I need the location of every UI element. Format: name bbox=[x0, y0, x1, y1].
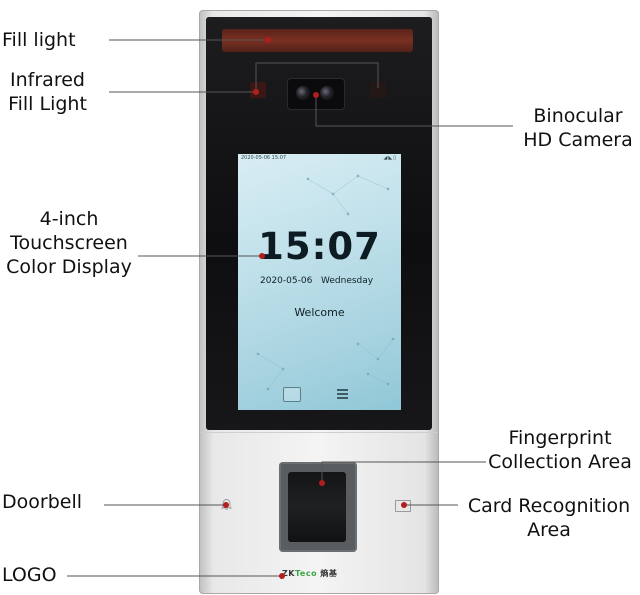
logo-cn: 熵基 bbox=[320, 569, 338, 578]
status-bar: 2020-05-06 15:07 ◢◣▯ bbox=[238, 154, 401, 163]
panel-divider bbox=[201, 432, 437, 433]
label-card-recognition: Card Recognition Area bbox=[460, 494, 638, 542]
label-logo: LOGO bbox=[2, 564, 57, 586]
label-binocular-line2: HD Camera bbox=[523, 129, 633, 151]
label-display-line1: 4-inch bbox=[39, 208, 99, 230]
clock-date: 2020-05-06 bbox=[260, 276, 313, 286]
label-doorbell: Doorbell bbox=[2, 491, 82, 513]
label-infrared: Infrared Fill Light bbox=[0, 68, 95, 116]
label-display: 4-inch Touchscreen Color Display bbox=[0, 207, 138, 279]
menu-icon[interactable] bbox=[335, 387, 351, 400]
welcome-text: Welcome bbox=[294, 306, 345, 319]
camera-lens-right bbox=[320, 86, 334, 100]
label-fill-light: Fill light bbox=[2, 29, 76, 51]
keyboard-icon[interactable] bbox=[283, 387, 301, 402]
label-display-line3: Color Display bbox=[6, 256, 132, 278]
fill-light-strip bbox=[222, 29, 413, 52]
card-icon[interactable] bbox=[395, 500, 411, 512]
touchscreen-display[interactable]: 2020-05-06 15:07 ◢◣▯ 15:07 2020-05-06 We… bbox=[238, 154, 401, 410]
label-binocular-camera: Binocular HD Camera bbox=[516, 104, 640, 152]
logo-brand: ZK bbox=[282, 569, 295, 578]
camera-lens-left bbox=[296, 86, 310, 100]
fingerprint-sensor[interactable] bbox=[288, 472, 346, 542]
label-card-line1: Card Recognition bbox=[467, 495, 631, 517]
label-card-line2: Area bbox=[527, 519, 571, 541]
label-binocular-line1: Binocular bbox=[533, 105, 623, 127]
label-fingerprint: Fingerprint Collection Area bbox=[480, 426, 640, 474]
label-fingerprint-line2: Collection Area bbox=[488, 451, 632, 473]
label-display-line2: Touchscreen bbox=[10, 232, 128, 254]
label-fingerprint-line1: Fingerprint bbox=[508, 427, 612, 449]
status-icons: ◢◣▯ bbox=[383, 155, 397, 161]
device-logo: ZKTeco 熵基 bbox=[282, 568, 337, 579]
clock-weekday: Wednesday bbox=[321, 276, 374, 286]
bell-icon[interactable] bbox=[221, 498, 232, 511]
clock-time: 15:07 bbox=[258, 225, 381, 268]
label-infrared-line1: Infrared bbox=[10, 69, 85, 91]
status-date: 2020-05-06 15:07 bbox=[241, 155, 287, 161]
infrared-light-right bbox=[370, 82, 386, 98]
logo-brand-sub: Teco bbox=[295, 569, 318, 578]
screen-background-pattern bbox=[256, 174, 395, 391]
label-infrared-line2: Fill Light bbox=[8, 93, 87, 115]
